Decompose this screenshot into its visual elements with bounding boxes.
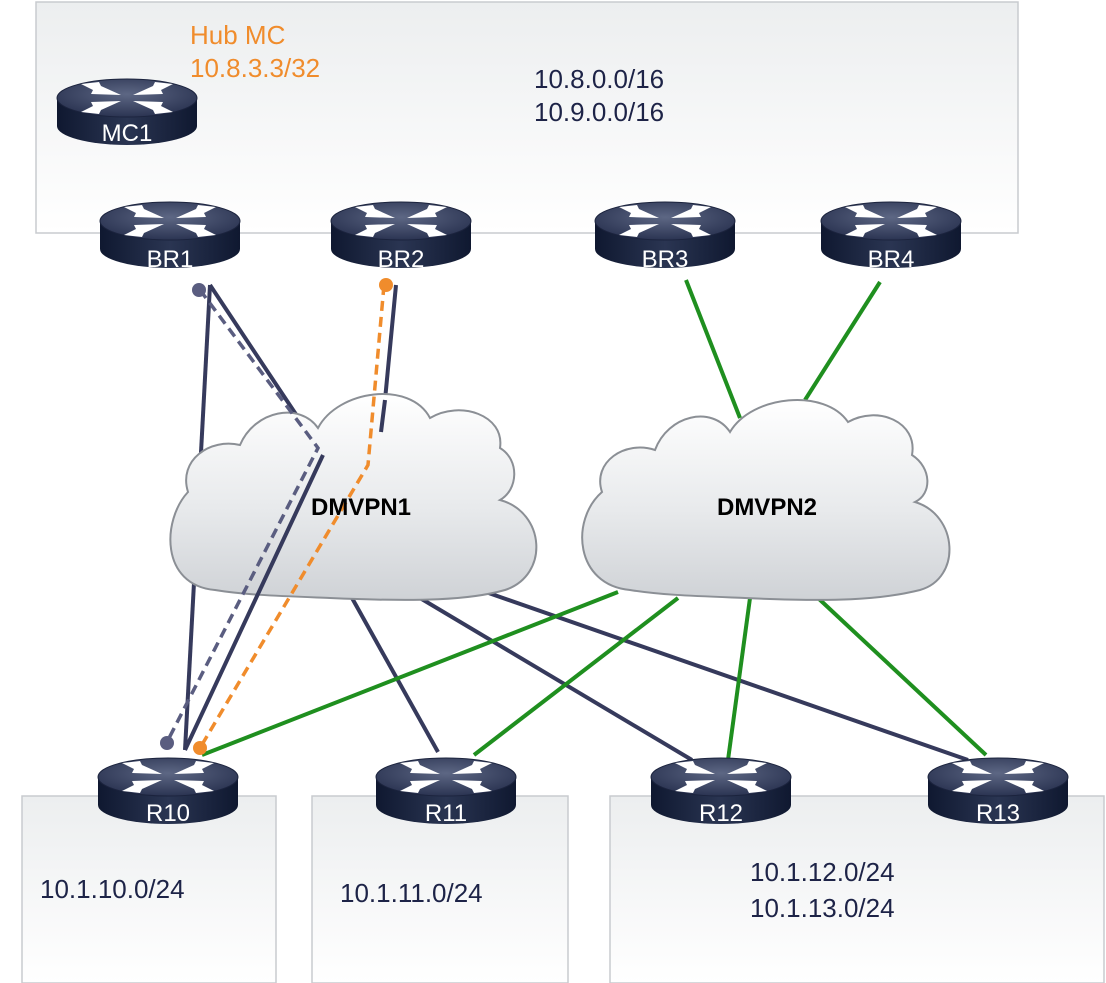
link-dmvpn1-r11 bbox=[350, 597, 440, 753]
router-r13-label: R13 bbox=[976, 800, 1020, 827]
router-br3-label: BR3 bbox=[642, 246, 689, 273]
mc-path-br2-r10 bbox=[198, 284, 386, 749]
br2-path-end-dot bbox=[379, 278, 393, 292]
site-box-r10 bbox=[21, 795, 277, 983]
link-dmvpn2-r11 bbox=[472, 596, 680, 757]
router-r13: R13 bbox=[927, 757, 1069, 827]
site-r12-prefix-2: 10.1.13.0/24 bbox=[750, 893, 895, 923]
link-dmvpn1-r12 bbox=[418, 596, 694, 762]
router-r10: R10 bbox=[97, 757, 239, 827]
dmvpn1-label: DMVPN1 bbox=[311, 494, 411, 521]
r10-path-end-dot-gray bbox=[160, 736, 174, 750]
r10-path-end-dot-orange bbox=[193, 741, 207, 755]
dmvpn2-links bbox=[201, 279, 988, 761]
dmvpn2-cloud bbox=[581, 399, 951, 601]
hub-site-box bbox=[35, 1, 1019, 234]
router-r11: R11 bbox=[375, 757, 517, 827]
link-dmvpn2-r12 bbox=[726, 597, 752, 761]
link-br4-dmvpn2 bbox=[803, 280, 882, 402]
router-br2-label: BR2 bbox=[378, 246, 425, 273]
site-r10-prefix: 10.1.10.0/24 bbox=[40, 874, 185, 904]
hub-mc-title: Hub MC bbox=[190, 20, 285, 50]
link-dmvpn2-r10 bbox=[201, 590, 619, 757]
hub-prefix-1: 10.8.0.0/16 bbox=[534, 64, 664, 94]
hub-mc-address: 10.8.3.3/32 bbox=[190, 53, 320, 83]
dmvpn1-cloud bbox=[169, 393, 538, 601]
link-dmvpn2-r13 bbox=[816, 596, 988, 757]
br1-path-end-dot bbox=[192, 283, 206, 297]
router-r12: R12 bbox=[650, 757, 792, 827]
router-r11-label: R11 bbox=[425, 800, 467, 827]
router-mc1-label: MC1 bbox=[102, 120, 153, 147]
site-box-r12-r13 bbox=[609, 795, 1105, 983]
hub-prefix-2: 10.9.0.0/16 bbox=[534, 97, 664, 127]
site-r11-prefix: 10.1.11.0/24 bbox=[340, 878, 483, 908]
router-br2: BR2 bbox=[330, 201, 472, 273]
router-br1: BR1 bbox=[99, 201, 241, 273]
site-r12-prefix-1: 10.1.12.0/24 bbox=[750, 857, 895, 887]
router-r12-label: R12 bbox=[699, 800, 743, 827]
link-br3-dmvpn2 bbox=[684, 279, 742, 419]
router-br1-label: BR1 bbox=[147, 246, 194, 273]
site-box-r11 bbox=[311, 795, 569, 983]
link-dmvpn1-r13 bbox=[479, 588, 969, 762]
router-br4: BR4 bbox=[820, 201, 962, 273]
br1-r10-dashed-path bbox=[165, 288, 321, 743]
link-br2-dmvpn1 bbox=[383, 284, 398, 401]
router-br3: BR3 bbox=[594, 201, 736, 273]
dmvpn2-label: DMVPN2 bbox=[717, 494, 817, 521]
router-r10-label: R10 bbox=[146, 800, 190, 827]
router-mc1: MC1 bbox=[56, 78, 198, 147]
router-br4-label: BR4 bbox=[868, 246, 915, 273]
